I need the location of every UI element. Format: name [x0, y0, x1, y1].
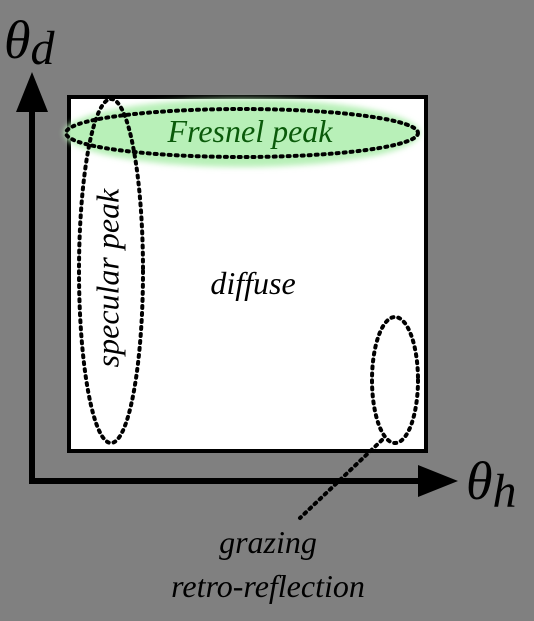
x-axis-subscript: h	[493, 465, 517, 518]
y-axis-subscript: d	[31, 22, 56, 75]
diffuse-label: diffuse	[210, 265, 295, 301]
fresnel-peak-label: Fresnel peak	[167, 113, 334, 149]
x-axis-symbol: θ	[466, 451, 493, 511]
y-axis-label: θd	[4, 10, 56, 75]
specular-peak-ellipse	[77, 97, 145, 445]
specular-peak-label: specular peak	[89, 188, 125, 367]
y-axis-arrowhead	[16, 72, 48, 112]
y-axis-symbol: θ	[4, 10, 31, 70]
grazing-label-line2: retro-reflection	[171, 568, 365, 604]
grazing-label-line1: grazing	[219, 524, 317, 560]
grazing-retro-ellipse	[370, 315, 420, 445]
x-axis-arrowhead	[418, 465, 458, 497]
fresnel-glow	[64, 99, 420, 167]
fresnel-peak-ellipse	[64, 107, 420, 159]
x-axis-label: θh	[466, 451, 517, 518]
